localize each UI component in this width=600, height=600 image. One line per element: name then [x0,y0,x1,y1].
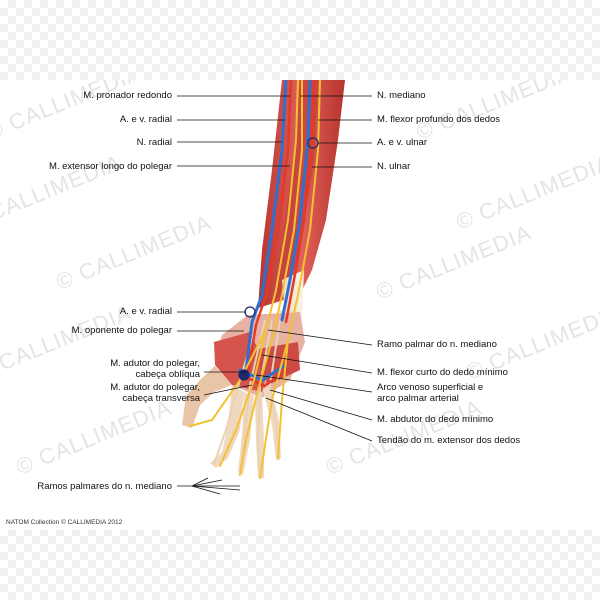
nerves [189,80,321,479]
leader-lines-left [177,95,290,495]
label-nervo-mediano: N. mediano [377,90,426,101]
label-arteria-veia-radial-punho: A. e v. radial [119,306,172,317]
label-adutor-polegar-transversa: M. adutor do polegar, cabeça transversa [110,382,200,404]
leader-lines-right [255,95,373,442]
watermark-text-6: © CALLIMEDIA [373,220,535,305]
diagram-panel: © CALLIMEDIA © CALLIMEDIA © CALLIMEDIA ©… [0,80,600,530]
arteries [242,80,316,388]
anatomy-illustration: © CALLIMEDIA © CALLIMEDIA © CALLIMEDIA ©… [0,80,600,495]
label-arco-venoso-palmar: Arco venoso superficial e arco palmar ar… [377,382,484,404]
watermark-text-2: © CALLIMEDIA [413,80,575,145]
label-arteria-veia-radial: A. e v. radial [119,114,172,125]
label-nervo-radial: N. radial [136,137,172,148]
arch-marker [238,369,250,381]
label-adutor-polegar-obliqua: M. adutor do polegar, cabeça oblíqua [110,358,200,380]
label-arteria-veia-ulnar: A. e v. ulnar [377,137,427,148]
watermark-text-5: © CALLIMEDIA [53,210,215,295]
label-ramos-palmares-mediano: Ramos palmares do n. mediano [37,481,172,492]
watermark-text-9: © CALLIMEDIA [13,395,175,480]
label-flexor-profundo-dedos: M. flexor profundo dos dedos [377,114,501,125]
label-nervo-ulnar: N. ulnar [377,161,411,172]
label-extensor-longo-polegar: M. extensor longo do polegar [48,161,172,172]
label-ramo-palmar-mediano: Ramo palmar do n. mediano [377,339,497,350]
label-flexor-curto-dedo-minimo: M. flexor curto do dedo mínimo [377,367,508,378]
label-pronador-redondo: M. pronador redondo [83,90,172,101]
label-tendao-extensor-dedos: Tendão do m. extensor dos dedos [377,435,521,446]
footer-credit: NATOM Collection © CALLIMEDIA 2012 [6,519,123,526]
label-abdutor-dedo-minimo: M. abdutor do dedo mínimo [377,414,494,425]
label-oponente-polegar: M. oponente do polegar [71,325,172,336]
